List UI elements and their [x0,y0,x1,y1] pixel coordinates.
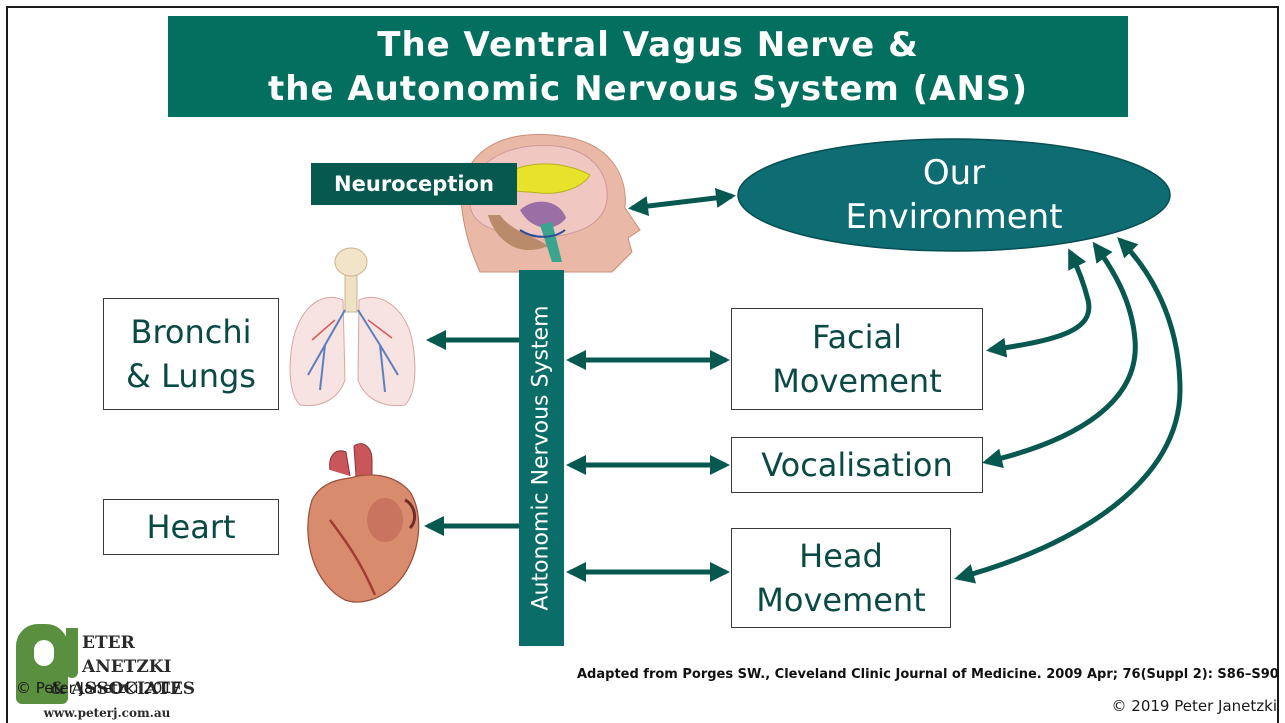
head-movement-box: Head Movement [731,528,951,628]
neuroception-label: Neuroception [311,163,517,205]
citation: Adapted from Porges SW., Cleveland Clini… [577,667,1279,682]
arrow-brain-environment [632,196,732,208]
vocalisation-label: Vocalisation [761,443,953,487]
ans-label: Autonomic Nervous System [529,270,554,646]
vocalisation-box: Vocalisation [731,437,983,493]
heart-box: Heart [103,499,279,555]
head-line-2: Movement [756,578,926,622]
company-logo: ETER ANETZKI & ASSOCIATES © Peter Janetz… [12,622,202,723]
head-line-1: Head [799,534,883,578]
logo-j-mark [66,628,78,678]
arrow-head-environment [958,240,1180,578]
facial-movement-box: Facial Movement [731,308,983,410]
environment-line-1: Our [923,151,985,195]
logo-line-2: ANETZKI [82,658,171,676]
facial-line-2: Movement [772,359,942,403]
logo-line-1: ETER [82,634,135,652]
logo-copyright: © Peter Janetzki 2017 [16,679,181,697]
bronchi-lungs-box: Bronchi & Lungs [103,298,279,410]
arrow-facial-environment [990,252,1089,350]
lungs-illustration [290,248,415,406]
arrow-vocalisation-environment [986,245,1135,462]
heart-label: Heart [146,505,235,549]
bronchi-line-1: Bronchi [130,310,251,354]
environment-line-2: Environment [845,195,1062,239]
bronchi-line-2: & Lungs [126,354,256,398]
facial-line-1: Facial [812,315,902,359]
logo-url: www.peterj.com.au [12,706,202,720]
environment-label: Our Environment [738,140,1170,250]
copyright-notice: © 2019 Peter Janetzki [1112,697,1277,715]
heart-illustration [308,444,419,602]
